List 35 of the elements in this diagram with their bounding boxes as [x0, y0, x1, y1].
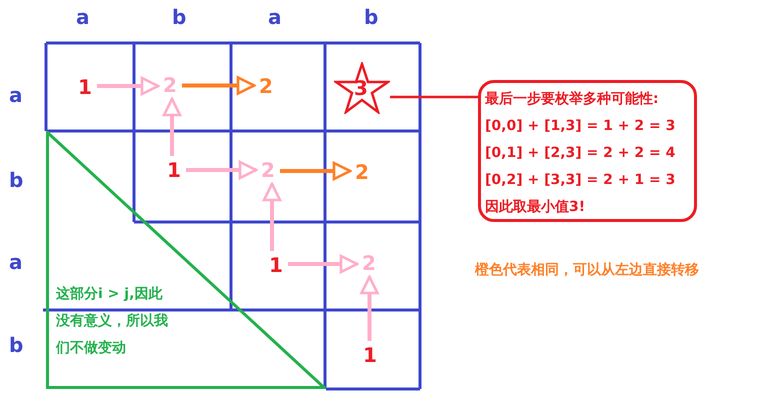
- callout-text: [0,2] + [3,3] = 2 + 1 = 3: [485, 171, 676, 190]
- cell-value: 2: [347, 157, 377, 187]
- row-header: b: [9, 333, 24, 357]
- connector-line: [390, 96, 478, 98]
- arrow: [360, 276, 379, 341]
- column-header: b: [364, 5, 378, 29]
- cell-value: 2: [155, 70, 185, 100]
- row-header: b: [9, 168, 24, 192]
- arrow: [162, 98, 182, 156]
- cell-value: 1: [355, 340, 385, 370]
- note-text: 橙色代表相同，可以从左边直接转移: [475, 261, 699, 280]
- arrow: [186, 160, 258, 180]
- arrow: [280, 162, 352, 180]
- cell-value: 2: [251, 71, 281, 101]
- column-header: b: [172, 5, 186, 29]
- callout-text: [0,0] + [1,3] = 1 + 2 = 3: [485, 117, 676, 136]
- callout-text: 最后一步要枚举多种可能性:: [485, 90, 660, 109]
- cell-value: 1: [159, 155, 189, 185]
- row-header: a: [9, 250, 22, 274]
- cell-value: 1: [261, 250, 291, 280]
- cell-value: 2: [354, 248, 384, 278]
- arrow: [262, 182, 282, 251]
- cell-value: 3: [354, 76, 368, 100]
- callout-text: 因此取最小值3!: [485, 198, 586, 217]
- note-text: 这部分i > j,因此没有意义，所以我们不做变动: [56, 284, 169, 358]
- arrow: [288, 254, 358, 274]
- cell-value: 2: [253, 155, 283, 185]
- arrow: [97, 76, 160, 96]
- column-header: a: [268, 5, 282, 29]
- callout-text: [0,1] + [2,3] = 2 + 2 = 4: [485, 144, 676, 163]
- arrow: [182, 76, 256, 95]
- callout-box: [478, 80, 697, 222]
- column-header: a: [76, 5, 90, 29]
- cell-value: 1: [70, 72, 100, 102]
- row-header: a: [9, 83, 22, 107]
